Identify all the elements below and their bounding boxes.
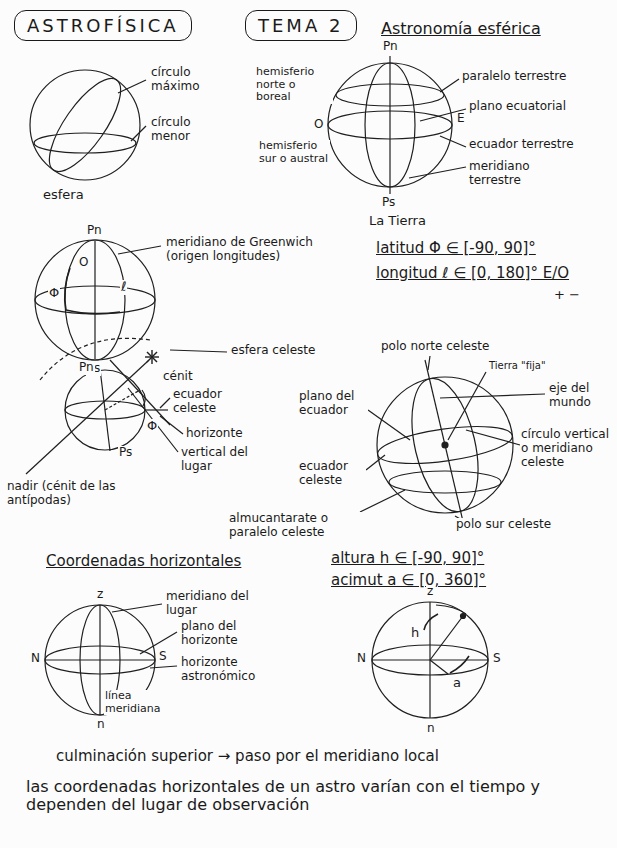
- part-label: ecuador celeste: [298, 460, 366, 488]
- part-label: círculo vertical o meridiano celeste: [520, 428, 612, 469]
- part-label: nadir (cénit de las antípodas): [6, 480, 123, 508]
- point-label: S: [492, 652, 502, 666]
- part-label: paralelo terrestre: [461, 70, 567, 84]
- pole-label: Ps: [381, 196, 396, 210]
- part-label: línea meridiana: [104, 690, 166, 715]
- angle-symbol: a: [452, 676, 462, 691]
- part-label: meridiano del lugar: [165, 590, 262, 618]
- pole-label: Pn: [78, 361, 95, 375]
- note-label: Tierra "fija": [488, 360, 547, 372]
- point-label: O: [313, 118, 324, 132]
- part-label: ecuador celeste: [172, 388, 244, 416]
- heading-box: ASTROFÍSICA: [14, 10, 192, 41]
- part-label: hemisferio sur o austral: [258, 140, 330, 165]
- part-label: vertical del lugar: [180, 446, 257, 474]
- point-label: N: [30, 652, 41, 666]
- range-note: latitud Φ ∈ [-90, 90]°: [375, 240, 537, 257]
- point-label: z: [426, 585, 434, 599]
- part-label: círculo menor: [150, 116, 210, 144]
- point-label: O: [78, 256, 89, 270]
- part-label: ecuador terrestre: [468, 138, 575, 152]
- pole-label: Ps: [118, 446, 133, 460]
- heading-text: ASTROFÍSICA: [15, 11, 191, 36]
- part-label: eje del mundo: [548, 382, 612, 410]
- section-heading: Coordenadas horizontales: [45, 553, 242, 570]
- note-text: culminación superior → paso por el merid…: [55, 748, 440, 765]
- range-note: altura h ∈ [-90, 90]°: [330, 550, 485, 567]
- angle-symbol: ℓ: [120, 280, 127, 295]
- part-label: plano del ecuador: [298, 390, 368, 418]
- point-label: z: [96, 588, 104, 602]
- part-label: horizonte: [185, 427, 244, 441]
- part-label: meridiano terrestre: [468, 160, 550, 188]
- sign-note: + −: [553, 288, 581, 303]
- heading-box: TEMA 2: [245, 10, 357, 41]
- part-label: plano del horizonte: [180, 620, 272, 648]
- point-label: E: [456, 112, 466, 126]
- part-label: círculo máximo: [150, 66, 214, 94]
- angle-symbol: Φ: [146, 419, 158, 434]
- point-label: S: [158, 650, 168, 664]
- figure-caption: esfera: [42, 188, 85, 203]
- part-label: esfera celeste: [230, 344, 316, 358]
- part-label: hemisferio norte o boreal: [255, 66, 333, 104]
- note-text: las coordenadas horizontales de un astro…: [25, 778, 597, 815]
- pole-label: Pn: [86, 224, 103, 238]
- pole-label: Pn: [382, 40, 399, 54]
- topic-title: Astronomía esférica: [380, 20, 542, 38]
- part-label: polo sur celeste: [455, 518, 552, 532]
- part-label: horizonte astronómico: [180, 656, 282, 684]
- angle-symbol: Φ: [48, 286, 60, 301]
- point-label: N: [356, 652, 367, 666]
- part-label: meridiano de Greenwich (origen longitude…: [165, 236, 342, 264]
- figure-caption: La Tierra: [368, 214, 427, 229]
- part-label: polo norte celeste: [380, 340, 490, 354]
- part-label: almucantarate o paralelo celeste: [228, 512, 380, 540]
- point-label: n: [426, 722, 436, 736]
- point-label: cénit: [162, 370, 194, 384]
- part-label: plano ecuatorial: [468, 100, 567, 114]
- heading-text: TEMA 2: [246, 11, 356, 36]
- point-label: n: [96, 718, 106, 732]
- angle-symbol: h: [410, 626, 420, 641]
- range-note: longitud ℓ ∈ [0, 180]° E/O: [375, 265, 570, 282]
- range-note: acimut a ∈ [0, 360]°: [330, 572, 487, 589]
